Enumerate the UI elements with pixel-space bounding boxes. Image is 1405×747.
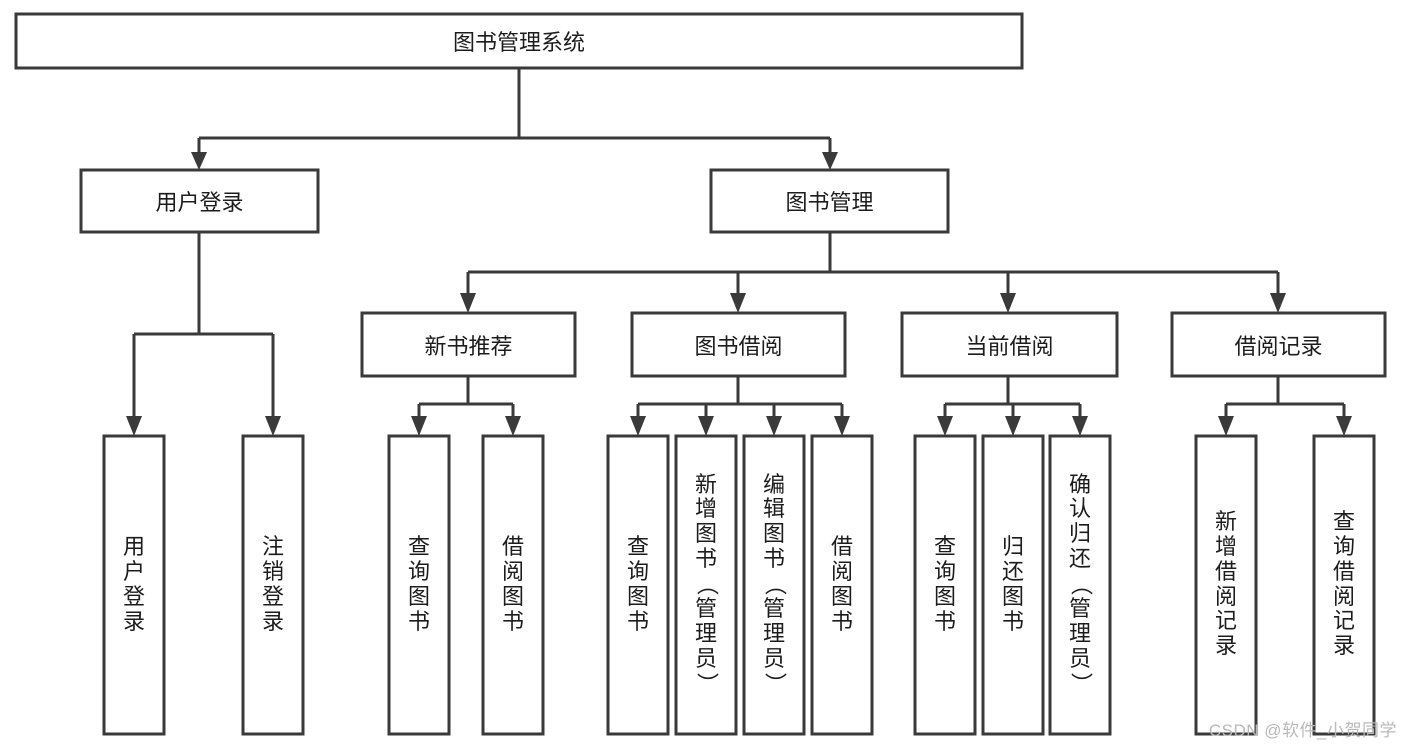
node-label-new-book-rec: 新书推荐 [424, 333, 513, 359]
leaf-box-6[interactable] [742, 434, 806, 736]
leaf-box-9[interactable] [981, 434, 1045, 736]
arrowhead-borrow-leaf2 [698, 416, 714, 436]
node-box-root[interactable] [14, 12, 1024, 70]
arrowhead-leaf-user-login [126, 416, 142, 436]
node-box-new-book-rec[interactable] [360, 311, 577, 378]
node-label-book-borrow: 图书借阅 [694, 333, 783, 359]
arrowhead-newbook-leaf1 [411, 416, 427, 436]
arrowhead-borrow-record [1270, 293, 1286, 313]
leaf-box-5[interactable] [674, 434, 738, 736]
node-label-user-login: 用户登录 [155, 190, 244, 215]
arrowhead-record-leaf2 [1336, 416, 1352, 436]
node-label-current-borrow: 当前借阅 [965, 333, 1054, 359]
arrowhead-current-leaf3 [1072, 416, 1088, 436]
node-box-current-borrow[interactable] [900, 311, 1119, 378]
node-label-borrow-record: 借阅记录 [1234, 333, 1323, 359]
arrowhead-current-borrow [1000, 293, 1016, 313]
leaf-box-1[interactable] [241, 434, 305, 736]
leaf-box-12[interactable] [1312, 434, 1376, 736]
node-label-book-manage: 图书管理 [785, 190, 874, 215]
node-box-layer [14, 12, 1387, 736]
node-label-root: 图书管理系统 [452, 30, 585, 55]
leaf-box-7[interactable] [810, 434, 874, 736]
arrowhead-borrow [730, 293, 746, 313]
arrowhead-book-manage [822, 152, 838, 170]
arrowhead-current-leaf1 [937, 416, 953, 436]
arrowhead-new-book [460, 293, 476, 313]
node-box-user-login[interactable] [79, 168, 320, 234]
leaf-box-10[interactable] [1048, 434, 1112, 736]
watermark: CSDN @软件_小贺同学 [1208, 721, 1397, 740]
leaf-box-4[interactable] [606, 434, 670, 736]
arrowhead-borrow-leaf3 [766, 416, 782, 436]
connector-layer [126, 68, 1352, 436]
arrowhead-borrow-leaf4 [834, 416, 850, 436]
leaf-box-8[interactable] [913, 434, 977, 736]
leaf-box-2[interactable] [387, 434, 451, 736]
arrowhead-leaf-logout [265, 416, 281, 436]
leaf-box-0[interactable] [102, 434, 166, 736]
node-box-borrow-record[interactable] [1170, 311, 1387, 378]
arrowhead-user-login [191, 152, 207, 170]
arrowhead-borrow-leaf1 [630, 416, 646, 436]
arrowhead-record-leaf1 [1218, 416, 1234, 436]
leaf-box-11[interactable] [1194, 434, 1258, 736]
leaf-box-3[interactable] [481, 434, 545, 736]
node-box-book-manage[interactable] [709, 168, 950, 234]
node-box-book-borrow[interactable] [630, 311, 847, 378]
arrowhead-newbook-leaf2 [505, 416, 521, 436]
arrowhead-current-leaf2 [1005, 416, 1021, 436]
